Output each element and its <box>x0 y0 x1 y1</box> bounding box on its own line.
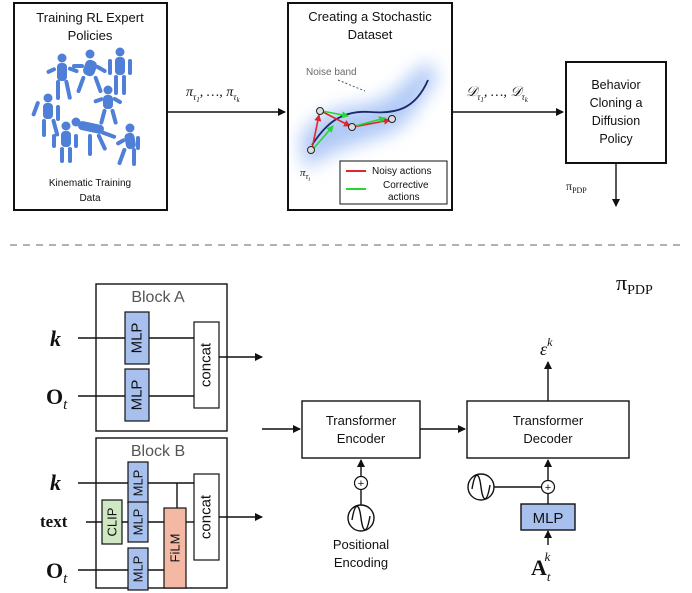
box3-line3: Diffusion <box>592 114 640 128</box>
box1-caption-line1: Kinematic Training <box>49 178 131 189</box>
block-a-mlp2-label: MLP <box>129 380 146 411</box>
block-a-title: Block A <box>131 289 185 306</box>
decoder-sine-wave-icon <box>467 473 495 501</box>
expert-trajectory <box>311 79 429 146</box>
legend-corrective-label-1: Corrective <box>383 180 429 191</box>
block-b-concat-label: concat <box>198 494 215 539</box>
block-b-concat <box>193 473 220 561</box>
block-b-mlp3 <box>127 547 149 591</box>
decoder-add-node <box>540 479 556 495</box>
block-b-mlp2-label: MLP <box>131 509 146 536</box>
encoder-line2: Encoder <box>337 431 386 446</box>
block-a-mlp1-label: MLP <box>129 323 146 354</box>
legend: Noisy actions Corrective actions <box>339 160 448 205</box>
noise-band-shape <box>300 62 438 170</box>
block-b-text-input: text <box>40 512 68 531</box>
block-b-film-label: FiLM <box>168 534 183 563</box>
expert-policies-box: Training RL Expert Policies <box>13 2 168 211</box>
block-b-film <box>163 507 187 589</box>
box2-title-line1: Creating a Stochastic <box>308 9 432 24</box>
block-b-mlp3-label: MLP <box>131 556 146 583</box>
encoder-add-plus: + <box>358 478 364 490</box>
transformer-decoder: Transformer Decoder <box>466 400 630 459</box>
pi-pdp-title: πPDP <box>616 270 653 298</box>
corrective-action-arrows <box>313 110 386 149</box>
legend-corrective-label-2: actions <box>388 192 420 203</box>
decoder-mlp <box>520 503 576 531</box>
block-b-title: Block B <box>131 443 185 460</box>
block-b-k-input: k <box>50 470 61 495</box>
block-a-mlp2 <box>124 368 150 422</box>
transformer-encoder: Transformer Encoder <box>301 400 421 459</box>
encoder-line1: Transformer <box>326 413 397 428</box>
box3-line1: Behavior <box>591 78 640 92</box>
block-a-k-input: k <box>50 326 61 351</box>
pos-enc-line1: Positional <box>333 537 389 552</box>
box1-title-line2: Policies <box>68 28 113 43</box>
decoder-mlp-label: MLP <box>533 510 564 527</box>
block-a-concat <box>193 321 220 409</box>
decoder-line1: Transformer <box>513 413 584 428</box>
block-a-obs-input: Ot <box>46 384 68 413</box>
output-pi-pdp-label: πPDP <box>566 179 587 195</box>
block-b-obs-input: Ot <box>46 558 68 587</box>
behavior-cloning-box: Behavior Cloning a Diffusion Policy <box>565 61 667 164</box>
arrow1-label: πτ1, …, πτk <box>186 85 240 104</box>
humanoid-figures-icon <box>31 47 140 166</box>
box3-line4: Policy <box>599 132 633 146</box>
block-a: Block A k Ot MLP MLP concat <box>46 283 263 432</box>
arrow2-label: 𝒟τ1, …, 𝒟τk <box>466 85 529 104</box>
block-b-mlp1-label: MLP <box>131 470 146 497</box>
noise-band-pointer <box>337 79 366 92</box>
legend-noisy-label: Noisy actions <box>372 166 431 177</box>
state-points <box>307 107 396 154</box>
block-b-clip <box>101 499 123 545</box>
box3-line2: Cloning a <box>590 96 643 110</box>
pi-tau-i-label: πτi <box>300 167 310 183</box>
action-a-t-k-label: Atk <box>531 549 551 584</box>
box2-title-line2: Dataset <box>348 27 393 42</box>
sine-wave-icon <box>347 504 375 532</box>
box1-caption-line2: Data <box>79 193 101 204</box>
pos-enc-line2: Encoding <box>334 555 388 570</box>
block-a-concat-label: concat <box>198 342 215 387</box>
epsilon-k-label: εk <box>540 335 553 359</box>
decoder-add-plus: + <box>545 482 551 494</box>
decoder-line2: Decoder <box>523 431 573 446</box>
box1-title-line1: Training RL Expert <box>36 10 144 25</box>
noise-band-label: Noise band <box>306 67 357 78</box>
stochastic-dataset-box: Creating a Stochastic Dataset Noise band… <box>287 2 453 211</box>
block-b: Block B k text Ot CLIP MLP MLP MLP FiLM … <box>40 437 263 591</box>
block-b-mlp2 <box>127 501 149 543</box>
block-a-mlp1 <box>124 311 150 365</box>
block-b-clip-label: CLIP <box>105 508 120 537</box>
